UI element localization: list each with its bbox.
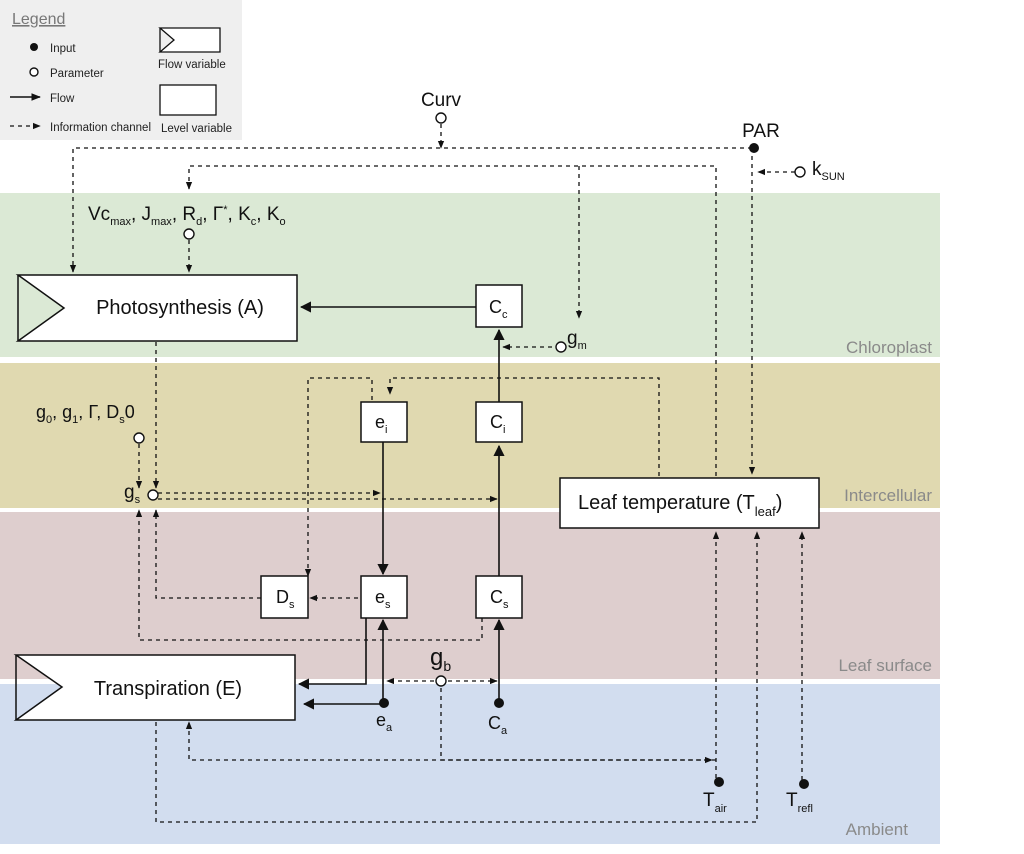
legend: Legend Input Parameter Flow Information … — [0, 0, 242, 140]
curv-parameter-dot — [435, 112, 447, 124]
legend-input-label: Input — [50, 43, 76, 55]
gs-label: gs — [124, 482, 141, 506]
zone-label-intercellular: Intercellular — [844, 486, 932, 505]
photosynthesis-parameters-label: Vcmax, Jmax, Rd, Γ*, Kc, Ko — [88, 204, 286, 228]
stomatal-parameters-label: g0, g1, Γ, Ds0 — [36, 402, 135, 426]
stomatal-parameters-dot — [133, 432, 145, 444]
ei-label: ei — [375, 412, 387, 436]
legend-flow-variable-label: Flow variable — [158, 59, 226, 71]
cs-label: Cs — [490, 587, 509, 611]
tair-label: Tair — [703, 790, 727, 815]
legend-parameter-dot — [29, 67, 39, 77]
info-transpiration-to-leaftemp — [155, 531, 761, 823]
transpiration-label: Transpiration (E) — [94, 678, 242, 700]
leaf-temperature-label: Leaf temperature (Tleaf) — [578, 492, 782, 519]
transpiration-flow-box — [13, 654, 296, 721]
par-label: PAR — [742, 121, 780, 142]
zone-label-ambient: Ambient — [846, 820, 909, 839]
legend-title: Legend — [12, 11, 65, 28]
legend-info-label: Information channel — [50, 122, 151, 134]
legend-level-variable-icon — [159, 84, 217, 116]
gm-label: gm — [567, 328, 587, 352]
ds-box — [260, 575, 309, 619]
trefl-label: Trefl — [786, 790, 813, 815]
legend-flow-variable-icon — [158, 27, 221, 53]
photosynthesis-flow-box — [15, 274, 298, 342]
legend-level-variable-label: Level variable — [161, 123, 232, 135]
tair-input-dot — [714, 777, 724, 787]
ksun-label: kSUN — [812, 159, 845, 183]
par-input-dot — [749, 143, 759, 153]
info-temp-to-photo-params — [185, 165, 717, 476]
info-ei-to-ds — [304, 377, 373, 577]
gb-parameter-dot — [435, 675, 447, 687]
photosynthesis-label: Photosynthesis (A) — [96, 297, 264, 319]
ksun-parameter-dot — [794, 166, 806, 178]
photosynthesis-parameters-dot — [183, 228, 195, 240]
info-cs-to-gs — [135, 509, 483, 641]
ea-input-dot — [379, 698, 389, 708]
info-par-to-photosynthesis — [69, 147, 752, 273]
leaf-temperature-box — [559, 477, 820, 529]
ds-label: Ds — [276, 587, 295, 611]
legend-input-dot — [30, 43, 38, 51]
gs-parameter-dot — [147, 489, 159, 501]
es-box — [360, 575, 408, 619]
cc-label: Cc — [489, 297, 508, 321]
zone-label-chloroplast: Chloroplast — [846, 338, 932, 357]
flow-es-to-transpiration — [297, 618, 367, 690]
cc-box — [475, 284, 523, 328]
gm-parameter-dot — [555, 341, 567, 353]
ci-label: Ci — [490, 412, 505, 436]
ci-box — [475, 401, 523, 443]
info-ds-to-gs — [152, 509, 261, 599]
es-label: es — [375, 587, 391, 611]
curv-label: Curv — [421, 90, 462, 111]
info-temp-to-ei — [386, 377, 660, 476]
legend-parameter-label: Parameter — [50, 68, 104, 80]
info-tair-to-transpiration — [185, 721, 716, 761]
ca-input-dot — [494, 698, 504, 708]
ea-label: ea — [376, 710, 393, 734]
legend-flow-label: Flow — [50, 93, 75, 105]
zone-label-leaf-surface: Leaf surface — [838, 656, 932, 675]
zone-leaf-surface-band — [0, 512, 940, 679]
trefl-input-dot — [799, 779, 809, 789]
ei-box — [360, 401, 408, 443]
gb-label: gb — [430, 644, 451, 674]
ca-label: Ca — [488, 713, 508, 737]
cs-box — [475, 575, 523, 619]
